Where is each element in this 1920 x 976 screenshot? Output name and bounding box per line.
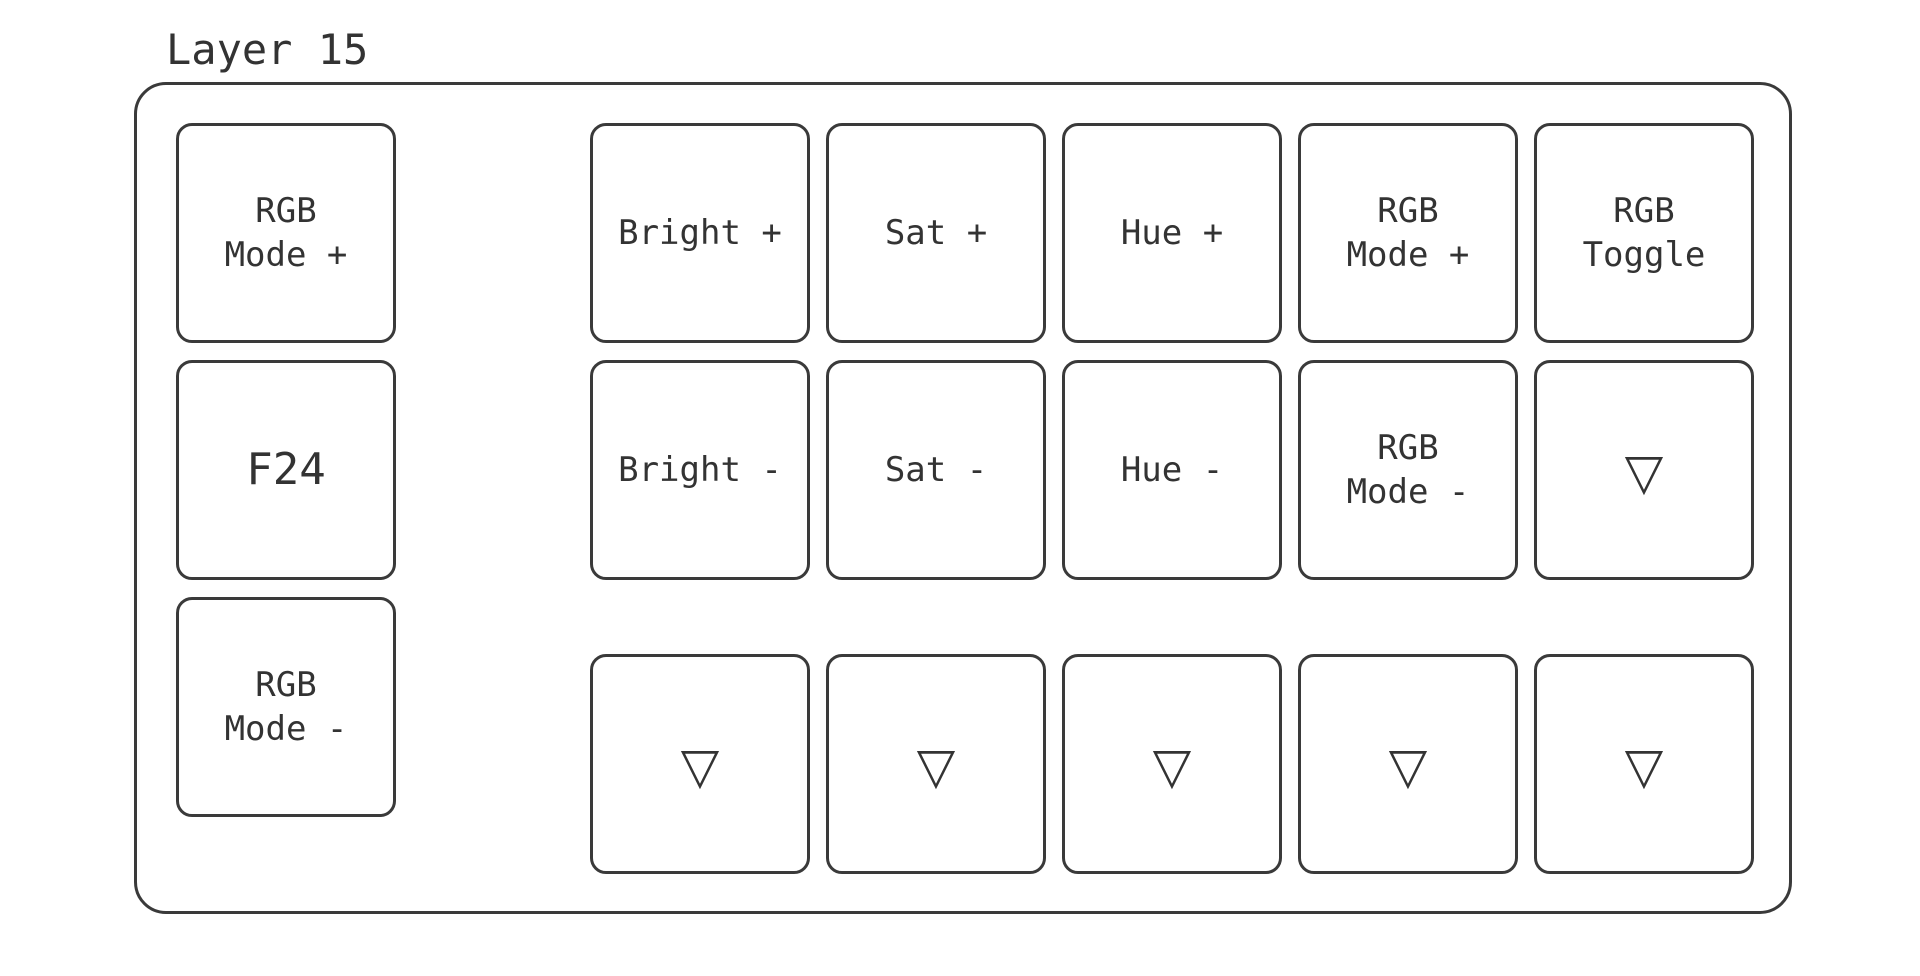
- transparent-triangle-icon: ▽: [1152, 737, 1192, 795]
- key-sat-up[interactable]: Sat +: [826, 123, 1046, 343]
- key-transparent-r2c5[interactable]: ▽: [1534, 360, 1754, 580]
- transparent-triangle-icon: ▽: [680, 737, 720, 795]
- key-transparent-r3c5[interactable]: ▽: [1534, 654, 1754, 874]
- key-label: F24: [246, 444, 326, 495]
- transparent-triangle-icon: ▽: [1388, 737, 1428, 795]
- key-hue-up[interactable]: Hue +: [1062, 123, 1282, 343]
- key-rgb-mode-up[interactable]: RGB Mode +: [1298, 123, 1518, 343]
- key-label: RGB Mode +: [1346, 191, 1470, 275]
- key-label: Sat -: [884, 450, 988, 490]
- key-transparent-r3c1[interactable]: ▽: [590, 654, 810, 874]
- transparent-triangle-icon: ▽: [916, 737, 956, 795]
- key-transparent-r3c4[interactable]: ▽: [1298, 654, 1518, 874]
- key-label: RGB Mode -: [1346, 428, 1470, 512]
- key-label: Hue -: [1120, 450, 1224, 490]
- key-label: Bright -: [618, 450, 782, 490]
- transparent-triangle-icon: ▽: [1624, 737, 1664, 795]
- key-label: Sat +: [884, 213, 988, 253]
- key-rgb-toggle[interactable]: RGB Toggle: [1534, 123, 1754, 343]
- key-label: Hue +: [1120, 213, 1224, 253]
- key-sat-down[interactable]: Sat -: [826, 360, 1046, 580]
- key-label: RGB Toggle: [1582, 191, 1706, 275]
- key-transparent-r3c2[interactable]: ▽: [826, 654, 1046, 874]
- key-left-3[interactable]: RGB Mode -: [176, 597, 396, 817]
- key-transparent-r3c3[interactable]: ▽: [1062, 654, 1282, 874]
- key-label: Bright +: [618, 213, 782, 253]
- key-label: RGB Mode +: [224, 191, 348, 275]
- key-rgb-mode-down[interactable]: RGB Mode -: [1298, 360, 1518, 580]
- key-left-1[interactable]: RGB Mode +: [176, 123, 396, 343]
- key-label: RGB Mode -: [224, 665, 348, 749]
- layer-title: Layer 15: [166, 25, 369, 74]
- key-hue-down[interactable]: Hue -: [1062, 360, 1282, 580]
- transparent-triangle-icon: ▽: [1624, 443, 1664, 501]
- key-left-2[interactable]: F24: [176, 360, 396, 580]
- key-bright-up[interactable]: Bright +: [590, 123, 810, 343]
- key-bright-down[interactable]: Bright -: [590, 360, 810, 580]
